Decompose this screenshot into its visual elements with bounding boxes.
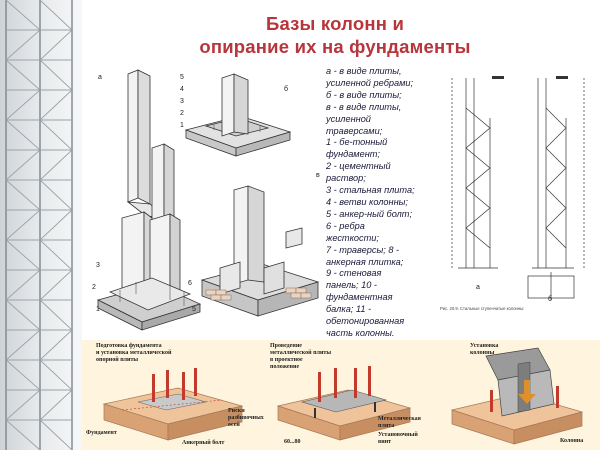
dimension-label: 60...80 — [284, 439, 301, 445]
step-1-title-line-1: Подготовка фундамента — [96, 343, 162, 349]
figure-label-a: а — [98, 74, 102, 81]
step-3-title-line-2: колонны — [470, 350, 495, 356]
legend-line-3: б - в виде плиты; — [326, 89, 402, 100]
title-line-2: опирание их на фундаменты — [199, 36, 471, 57]
figure-a-callout-2: 2 — [92, 284, 96, 291]
callout-axis-marks: Риски разбивочных осей — [228, 408, 264, 429]
callout-foundation: Фундамент — [86, 430, 117, 436]
legend-line-8: фундамент; — [326, 149, 380, 160]
scheme-caption: Рис. 20.9. Стальные ступенчатые колонны: — [440, 306, 525, 311]
callout-anchor-bolt: Анкерный болт — [182, 440, 225, 446]
callout-adjusting-screw-line-1: Установочный — [378, 432, 418, 438]
step-1-title: Подготовка фундамента и установка металл… — [96, 343, 172, 364]
stepped-column-scheme: а б — [440, 68, 594, 304]
callout-adjusting-screw: Установочный винт — [378, 432, 418, 446]
legend-line-10: раствор; — [326, 173, 366, 184]
legend-line-20: фундаментная — [326, 292, 393, 303]
step-3-title-line-1: Установка — [470, 343, 499, 349]
step-1-title-line-3: опорной плиты — [96, 357, 139, 363]
legend-line-13: 5 - анкер-ный болт; — [326, 208, 412, 219]
step-2-title-line-2: металлической плиты — [270, 350, 332, 356]
legend-line-21: балка; 11 - — [326, 304, 372, 315]
figure-b-callout-5: 5 — [180, 74, 184, 81]
figure-a-callout-6: 6 — [188, 280, 192, 287]
callout-metal-plate-line-2: плита — [378, 423, 395, 429]
step-2-title-line-3: в проектное — [270, 357, 303, 363]
step-panel-foundation: Подготовка фундамента и установка металл… — [82, 340, 264, 450]
callout-axis-marks-line-3: осей — [228, 422, 240, 428]
legend-line-23: часть колонны. — [326, 327, 395, 338]
legend-line-4: в - в виде плиты, — [326, 101, 402, 112]
legend-line-7: 1 - бе-тонный — [326, 137, 388, 148]
legend-line-14: 6 - ребра — [326, 220, 365, 231]
slide-title: Базы колонн и опирание их на фундаменты — [170, 12, 500, 58]
figure-a-callout-1: 1 — [96, 306, 100, 313]
legend-line-18: 9 - стеновая — [326, 268, 382, 279]
step-2-title-line-4: положение — [270, 364, 300, 370]
legend-line-17: анкерная плитка; — [326, 256, 404, 267]
steel-truss-photo — [0, 0, 82, 450]
legend-line-16: 7 - траверсы; 8 - — [326, 244, 400, 255]
legend-line-15: жесткости; — [326, 232, 379, 243]
callout-adjusting-screw-line-2: винт — [378, 439, 392, 445]
legend-line-2: усиленной ребрами; — [326, 77, 414, 88]
callout-axis-marks-line-1: Риски — [228, 408, 245, 414]
legend-line-6: траверсами; — [326, 125, 383, 136]
legend-line-22: обетонированная — [326, 316, 405, 327]
figure-a-column-base: а 3 2 1 6 5 — [90, 68, 205, 334]
step-2-title-line-1: Проведение — [270, 343, 302, 349]
step-1-title-line-2: и установка металлической — [96, 350, 172, 356]
callout-axis-marks-line-2: разбивочных — [228, 415, 264, 421]
figure-label-b: б — [284, 86, 289, 93]
scheme-mark-a: а — [476, 284, 480, 291]
figure-legend: а - в виде плиты,усиленной ребрами;б - в… — [326, 66, 440, 340]
legend-line-9: 2 - цементный — [326, 161, 391, 172]
truss-drawing — [5, 0, 73, 450]
step-panel-plate: Проведение металлической плиты в проектн… — [260, 340, 428, 450]
figure-b-callout-1: 1 — [180, 122, 184, 129]
legend-line-12: 4 - ветви колонны; — [326, 196, 408, 207]
legend-line-5: усиленной — [326, 113, 371, 124]
step-panel-column: Установка колонны Колонна — [430, 340, 600, 450]
installation-steps-strip: Подготовка фундамента и установка металл… — [82, 340, 600, 450]
legend-line-19: панель; 10 - — [326, 280, 377, 291]
figure-a-callout-5: 5 — [192, 306, 196, 313]
title-line-1: Базы колонн и — [265, 13, 405, 34]
scheme-mark-b: б — [548, 296, 553, 303]
callout-metal-plate-line-1: Металлическая — [378, 416, 421, 422]
step-3-title: Установка колонны — [470, 343, 498, 357]
figure-a-callout-3: 3 — [96, 262, 100, 269]
figure-b-column-base: 5 4 3 2 1 б — [178, 70, 296, 166]
figure-b-callout-3: 3 — [180, 98, 184, 105]
figure-b-callout-4: 4 — [180, 86, 184, 93]
callout-column: Колонна — [560, 438, 584, 444]
step-2-title: Проведение металлической плиты в проектн… — [270, 343, 331, 371]
figure-label-v: в — [316, 172, 320, 179]
callout-metal-plate: Металлическая плита — [378, 416, 421, 430]
figure-b-callout-2: 2 — [180, 110, 184, 117]
figure-v-column-base: в — [190, 170, 326, 332]
legend-line-11: 3 - стальная плита; — [326, 185, 415, 196]
legend-line-1: а - в виде плиты, — [326, 66, 402, 76]
